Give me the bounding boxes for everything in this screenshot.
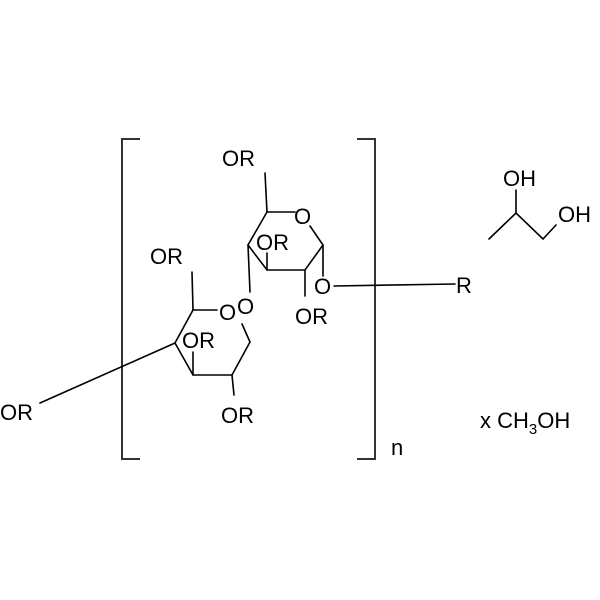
upper-c3-or-label: OR (256, 230, 289, 255)
left-bracket (121, 138, 140, 460)
repeat-n-label: n (391, 435, 403, 460)
upper-glucose-ring (247, 172, 456, 297)
lower-ring-o-label: O (219, 300, 236, 325)
glycosidic-o-label: O (314, 274, 331, 299)
bridge-o-label: O (237, 294, 254, 319)
lower-ch2-or-label: OR (150, 244, 183, 269)
oh-right-label: OH (558, 202, 591, 227)
propylene-glycol-bonds (488, 189, 557, 241)
right-bracket (357, 138, 376, 460)
methanol-label: x CH3OH (480, 408, 570, 438)
upper-ring-o-label: O (294, 204, 311, 229)
lower-c2-or-label: OR (221, 403, 254, 428)
terminal-r-label: R (456, 273, 472, 298)
upper-ch2-or-label: OR (222, 146, 255, 171)
oh-top-label: OH (503, 166, 536, 191)
left-terminal-or-label: OR (0, 400, 33, 425)
upper-c2-or-label: OR (295, 304, 328, 329)
lower-glucose-ring (39, 271, 251, 404)
lower-c3-or-label: OR (182, 328, 215, 353)
